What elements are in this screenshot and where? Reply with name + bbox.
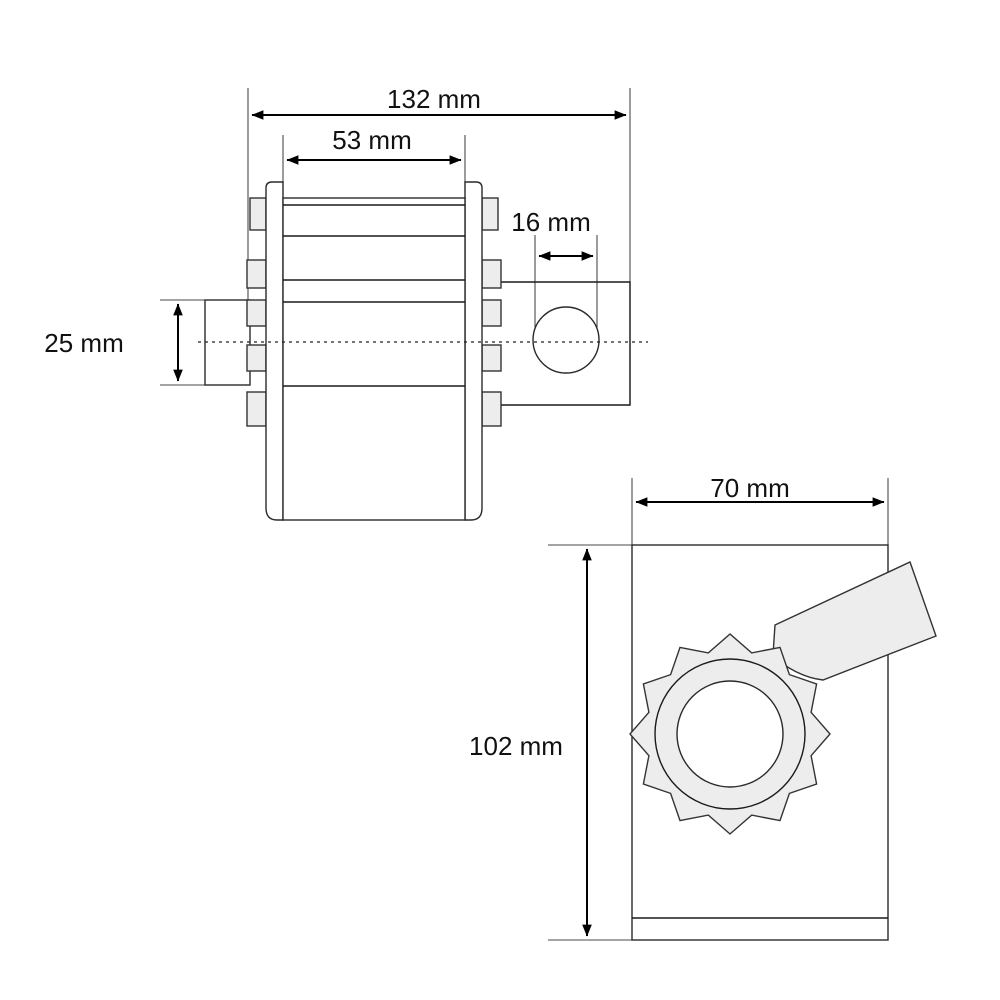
right-gear-teeth — [481, 197, 502, 427]
left-gear-teeth — [246, 197, 267, 427]
side-view: 70 mm 102 mm — [469, 473, 937, 941]
label-drum-width: 53 mm — [332, 125, 411, 155]
label-base-height: 102 mm — [469, 731, 563, 761]
shaft-circle — [532, 306, 600, 374]
label-base-width: 70 mm — [710, 473, 789, 503]
top-view: 132 mm 53 mm 16 mm 25 mm — [44, 84, 648, 521]
label-overall-width: 132 mm — [387, 84, 481, 114]
right-housing — [497, 281, 631, 406]
side-plate-right — [464, 181, 483, 521]
side-plate-left — [265, 181, 284, 521]
label-shaft-diameter: 25 mm — [44, 328, 123, 358]
label-shaft-offset: 16 mm — [511, 207, 590, 237]
drum-body — [282, 197, 466, 521]
ratchet-bore — [676, 680, 784, 788]
ratchet-inner-ring — [654, 658, 806, 810]
drum-bands — [283, 204, 465, 387]
